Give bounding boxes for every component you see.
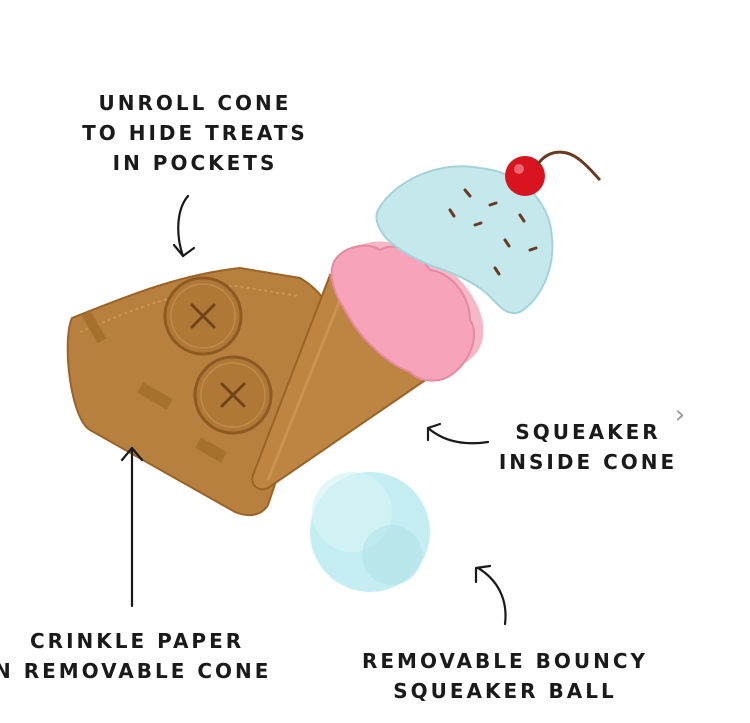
arrow-left-icon (426, 422, 490, 445)
treat-pocket (163, 276, 243, 356)
callout-line: N REMOVABLE CONE (0, 659, 272, 683)
callout-removable-ball: REMOVABLE BOUNCY SQUEAKER BALL (360, 646, 650, 706)
callout-line: CRINKLE PAPER (30, 629, 245, 653)
callout-unroll-cone: UNROLL CONE TO HIDE TREATS IN POCKETS (80, 88, 310, 178)
callout-line: INSIDE CONE (498, 450, 678, 474)
callout-squeaker-inside-cone: SQUEAKER INSIDE CONE (493, 417, 683, 477)
squeaker-ball-image (310, 472, 430, 592)
unrolled-cone-image (66, 266, 332, 517)
chevron-right-icon[interactable]: › (674, 400, 686, 430)
callout-line: IN POCKETS (112, 151, 278, 175)
callout-line: SQUEAKER BALL (393, 679, 617, 703)
callout-line: REMOVABLE BOUNCY (361, 649, 649, 673)
arrow-down-icon (172, 194, 196, 258)
callout-line: TO HIDE TREATS (82, 121, 308, 145)
callout-crinkle-paper: CRINKLE PAPER N REMOVABLE CONE (0, 626, 282, 686)
arrow-up-icon (474, 564, 507, 626)
treat-pocket (193, 355, 273, 435)
callout-line: SQUEAKER (515, 420, 661, 444)
ice-cream-cone-image (251, 150, 602, 491)
arrow-up-icon (120, 446, 144, 608)
callout-line: UNROLL CONE (98, 91, 292, 115)
